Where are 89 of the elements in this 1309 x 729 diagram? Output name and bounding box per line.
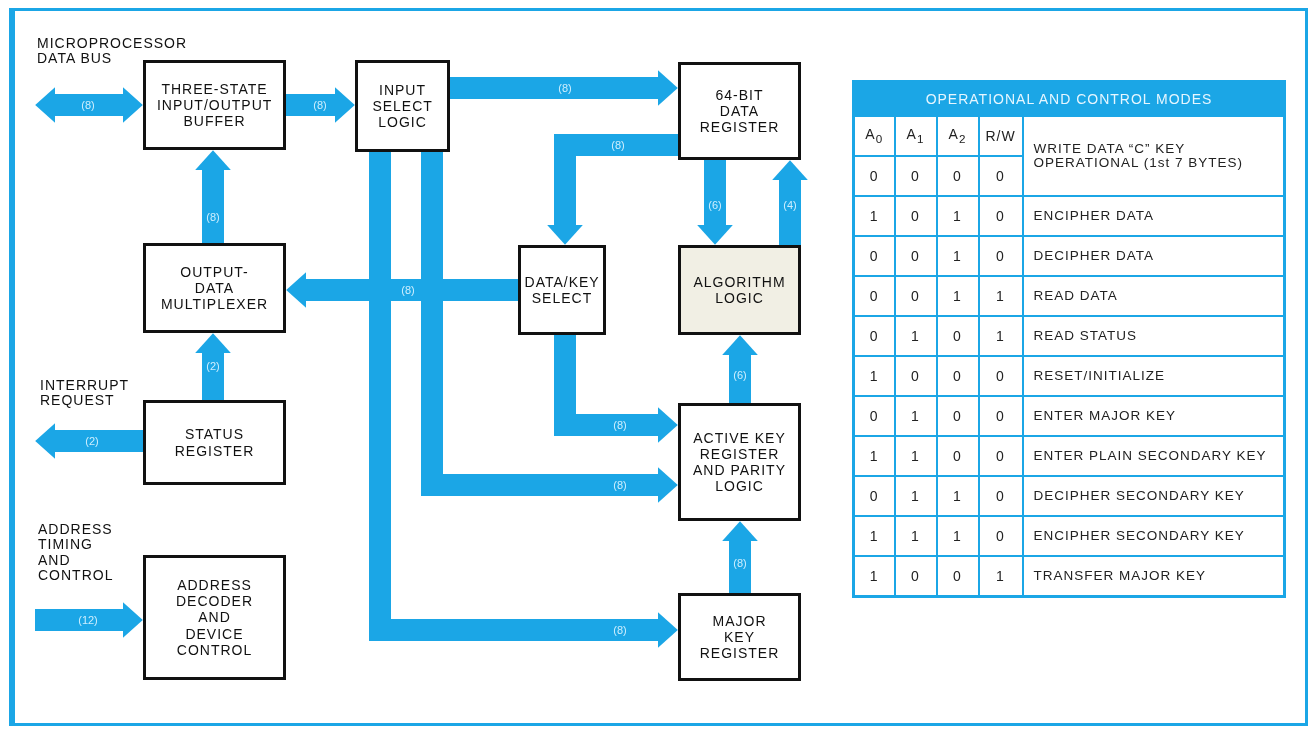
bus-arrow [35, 602, 143, 638]
edge-label: (6) [708, 199, 722, 211]
table-cell: 1 [853, 436, 895, 476]
signal-label: INTERRUPT REQUEST [40, 378, 129, 409]
bus-arrow [195, 333, 231, 400]
block-box: STATUS REGISTER [143, 400, 286, 485]
column-header: A$_{2}$ [936, 116, 979, 156]
table-cell: 0 [978, 236, 1023, 276]
table-cell: 1 [936, 516, 979, 556]
column-header: A$_{1}$ [894, 116, 937, 156]
bus-arrow [421, 152, 678, 503]
table-cell: 1 [853, 356, 895, 396]
edge-label: (8) [611, 139, 625, 151]
table-cell: 0 [853, 476, 895, 516]
table-cell: 1 [853, 516, 895, 556]
table-cell: 0 [978, 196, 1023, 236]
bus-arrow [772, 160, 808, 245]
table-cell: 0 [978, 436, 1023, 476]
block-box: OUTPUT-DATA MULTIPLEXER [143, 243, 286, 333]
block-box: ACTIVE KEY REGISTER AND PARITY LOGIC [678, 403, 801, 521]
table-cell: 0 [853, 236, 895, 276]
table-cell: 0 [853, 276, 895, 316]
table-cell: 0 [894, 236, 937, 276]
bus-arrow [35, 87, 143, 123]
table-cell: 0 [853, 316, 895, 356]
table-cell: 0 [978, 356, 1023, 396]
edge-label: (8) [206, 211, 220, 223]
table-cell: 0 [894, 196, 937, 236]
edge-label: (8) [313, 99, 327, 111]
edge-label: (8) [733, 557, 747, 569]
block-box: THREE-STATE INPUT/OUTPUT BUFFER [143, 60, 286, 150]
edge-label: (8) [613, 624, 627, 636]
column-header: A$_{0}$ [853, 116, 895, 156]
bus-arrow [697, 160, 733, 245]
edge-label: (8) [401, 284, 415, 296]
bus-arrow [286, 87, 355, 123]
table-cell: 0 [936, 396, 979, 436]
edge-label: (4) [783, 199, 797, 211]
edge-label: (8) [613, 479, 627, 491]
block-box: DATA/KEY SELECT [518, 245, 606, 335]
table-cell: 0 [894, 356, 937, 396]
edge-label: (12) [78, 614, 98, 626]
table-title: OPERATIONAL AND CONTROL MODES [853, 81, 1285, 116]
edge-label: (8) [81, 99, 95, 111]
table-cell: 0 [978, 516, 1023, 556]
edge-label: (8) [558, 82, 572, 94]
table-cell: WRITE DATA “C” KEY OPERATIONAL (1st 7 BYTES) [1022, 116, 1285, 196]
table-cell: 1 [853, 196, 895, 236]
table-cell: 1 [894, 476, 937, 516]
table-cell: 0 [936, 356, 979, 396]
bus-arrow [547, 134, 678, 245]
column-header: R/W [978, 116, 1023, 156]
bus-arrow [722, 521, 758, 593]
table-cell: 0 [936, 436, 979, 476]
table-cell: 1 [936, 476, 979, 516]
edge-label: (2) [206, 360, 220, 372]
table-cell: 0 [853, 396, 895, 436]
bus-arrow [722, 335, 758, 403]
bus-arrow [35, 423, 143, 459]
bus-arrow [554, 335, 678, 443]
table-cell: 0 [853, 156, 895, 196]
bus-arrow [286, 272, 518, 308]
bus-arrow [450, 70, 678, 106]
bus-arrow [195, 150, 231, 243]
table-cell: 0 [894, 156, 937, 196]
block-box: 64-BIT DATA REGISTER [678, 62, 801, 160]
table-cell: 1 [894, 316, 937, 356]
block-box: MAJOR KEY REGISTER [678, 593, 801, 681]
block-box: INPUT SELECT LOGIC [355, 60, 450, 152]
table-cell: 0 [978, 476, 1023, 516]
block-box: ALGORITHM LOGIC [678, 245, 801, 335]
edge-label: (6) [733, 369, 747, 381]
edge-label: (8) [613, 419, 627, 431]
table-cell: 1 [978, 316, 1023, 356]
table-cell: 1 [978, 276, 1023, 316]
table-cell: 0 [936, 156, 979, 196]
table-cell: 1 [936, 276, 979, 316]
table-cell: 1 [894, 516, 937, 556]
table-cell: 1 [894, 436, 937, 476]
table-cell: 0 [978, 396, 1023, 436]
table-cell: 0 [936, 316, 979, 356]
bus-arrow [369, 152, 678, 648]
table-cell: 1 [936, 236, 979, 276]
block-box: ADDRESS DECODER AND DEVICE CONTROL [143, 555, 286, 680]
signal-label: ADDRESS TIMING AND CONTROL [38, 522, 114, 584]
table-cell: 1 [936, 196, 979, 236]
table-cell: 0 [894, 276, 937, 316]
table-cell: 1 [894, 396, 937, 436]
edge-label: (2) [85, 435, 99, 447]
